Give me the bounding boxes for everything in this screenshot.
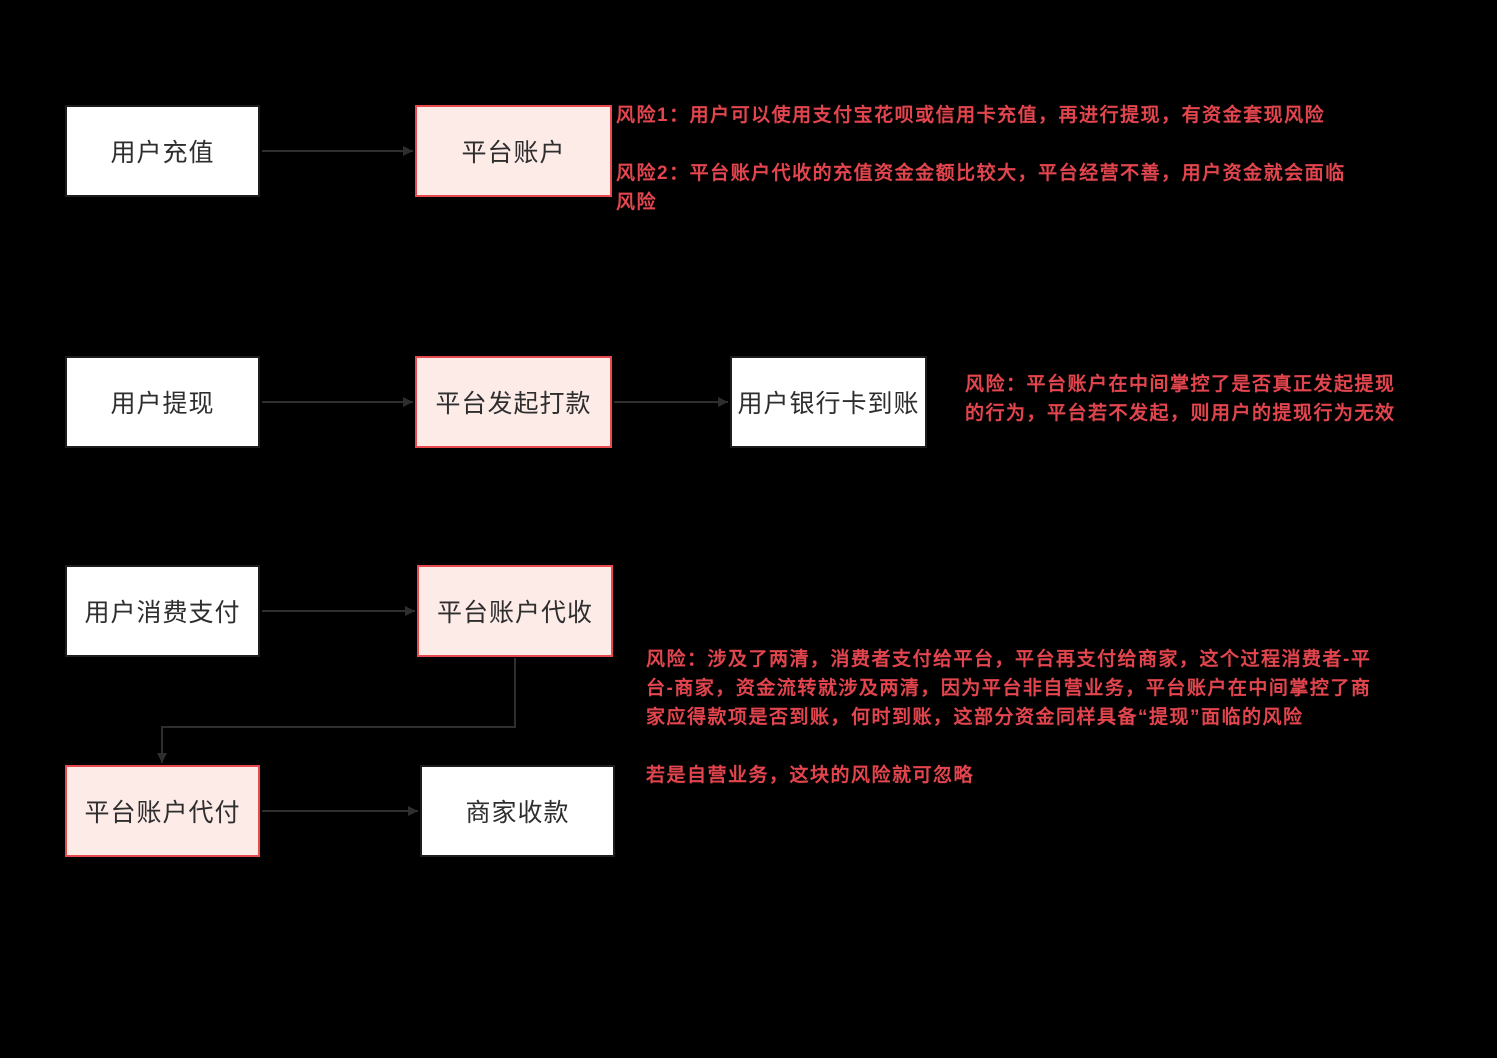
node-platform-initiate-payment: 平台发起打款: [415, 356, 612, 448]
node-platform-account-collect: 平台账户代收: [417, 565, 613, 657]
node-user-recharge: 用户充值: [65, 105, 260, 197]
node-user-bank-card-arrival: 用户银行卡到账: [730, 356, 927, 448]
node-platform-account-payout: 平台账户代付: [65, 765, 260, 857]
node-user-withdraw: 用户提现: [65, 356, 260, 448]
annotation-risk-two-clearings: 风险：涉及了两清，消费者支付给平台，平台再支付给商家，这个过程消费者-平 台-商…: [646, 649, 1372, 786]
arrow-collect-to-payout: [157, 658, 516, 763]
annotation-risk-recharge: 风险1：用户可以使用支付宝花呗或信用卡充值，再进行提现，有资金套现风险 风险2：…: [616, 105, 1346, 213]
node-merchant-receive: 商家收款: [420, 765, 615, 857]
node-user-consume-pay: 用户消费支付: [65, 565, 260, 657]
annotation-risk-withdraw: 风险：平台账户在中间掌控了是否真正发起提现 的行为，平台若不发起，则用户的提现行…: [965, 374, 1396, 424]
node-platform-account: 平台账户: [415, 105, 612, 197]
